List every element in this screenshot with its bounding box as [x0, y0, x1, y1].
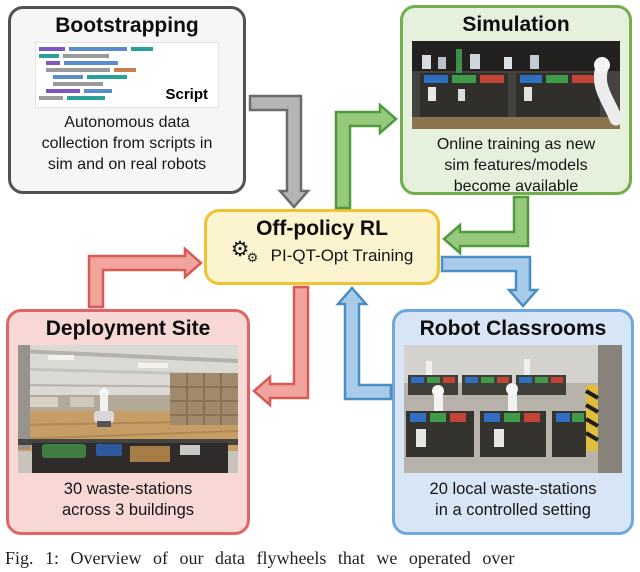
arrow-classrooms-to-rl: [335, 286, 393, 401]
simulation-photo: [412, 41, 620, 129]
deployment-site-box: Deployment Site 30 waste-stations across…: [6, 309, 250, 535]
simulation-box: Simulation Online training as new sim fe…: [400, 5, 632, 195]
bootstrapping-description: Autonomous data collection from scripts …: [41, 114, 213, 173]
script-label: Script: [163, 86, 210, 103]
gears-icon: ⚙ ⚙: [230, 237, 263, 270]
arrow-rl-to-deployment: [252, 285, 310, 408]
figure-caption: Fig. 1: Overview of our data flywheels t…: [5, 548, 515, 568]
rl-training-label: PI-QT-Opt Training: [270, 246, 414, 265]
off-policy-rl-box: Off-policy RL ⚙ ⚙ PI-QT-Opt Training: [204, 209, 440, 285]
bootstrapping-title: Bootstrapping: [55, 14, 199, 37]
deployment-photo: [18, 345, 238, 473]
gear-icon: ⚙: [230, 237, 250, 261]
arrow-rl-to-classrooms: [440, 255, 540, 308]
arrow-simulation-to-rl: [442, 195, 530, 256]
arrow-bootstrapping-to-rl: [248, 94, 311, 209]
simulation-title: Simulation: [462, 13, 570, 36]
classrooms-photo: [404, 345, 622, 473]
robot-classrooms-box: Robot Classrooms 20 local waste-stations…: [392, 309, 634, 535]
script-code-image: [36, 43, 218, 107]
off-policy-rl-title: Off-policy RL: [256, 217, 388, 240]
arrow-deployment-to-rl: [87, 246, 203, 309]
classrooms-description: 20 local waste-stations in a controlled …: [429, 480, 597, 520]
gear-icon: ⚙: [246, 251, 259, 266]
deployment-description: 30 waste-stations across 3 buildings: [61, 480, 195, 520]
arrow-rl-to-simulation: [334, 102, 398, 210]
deployment-title: Deployment Site: [45, 317, 211, 340]
bootstrapping-box: Bootstrapping Script Autonomous data col…: [8, 6, 246, 194]
rl-training-row: ⚙ ⚙ PI-QT-Opt Training: [207, 237, 437, 270]
simulation-description: Online training as new sim features/mode…: [436, 136, 596, 195]
script-thumbnail: Script: [36, 43, 218, 107]
classrooms-title: Robot Classrooms: [419, 317, 607, 340]
